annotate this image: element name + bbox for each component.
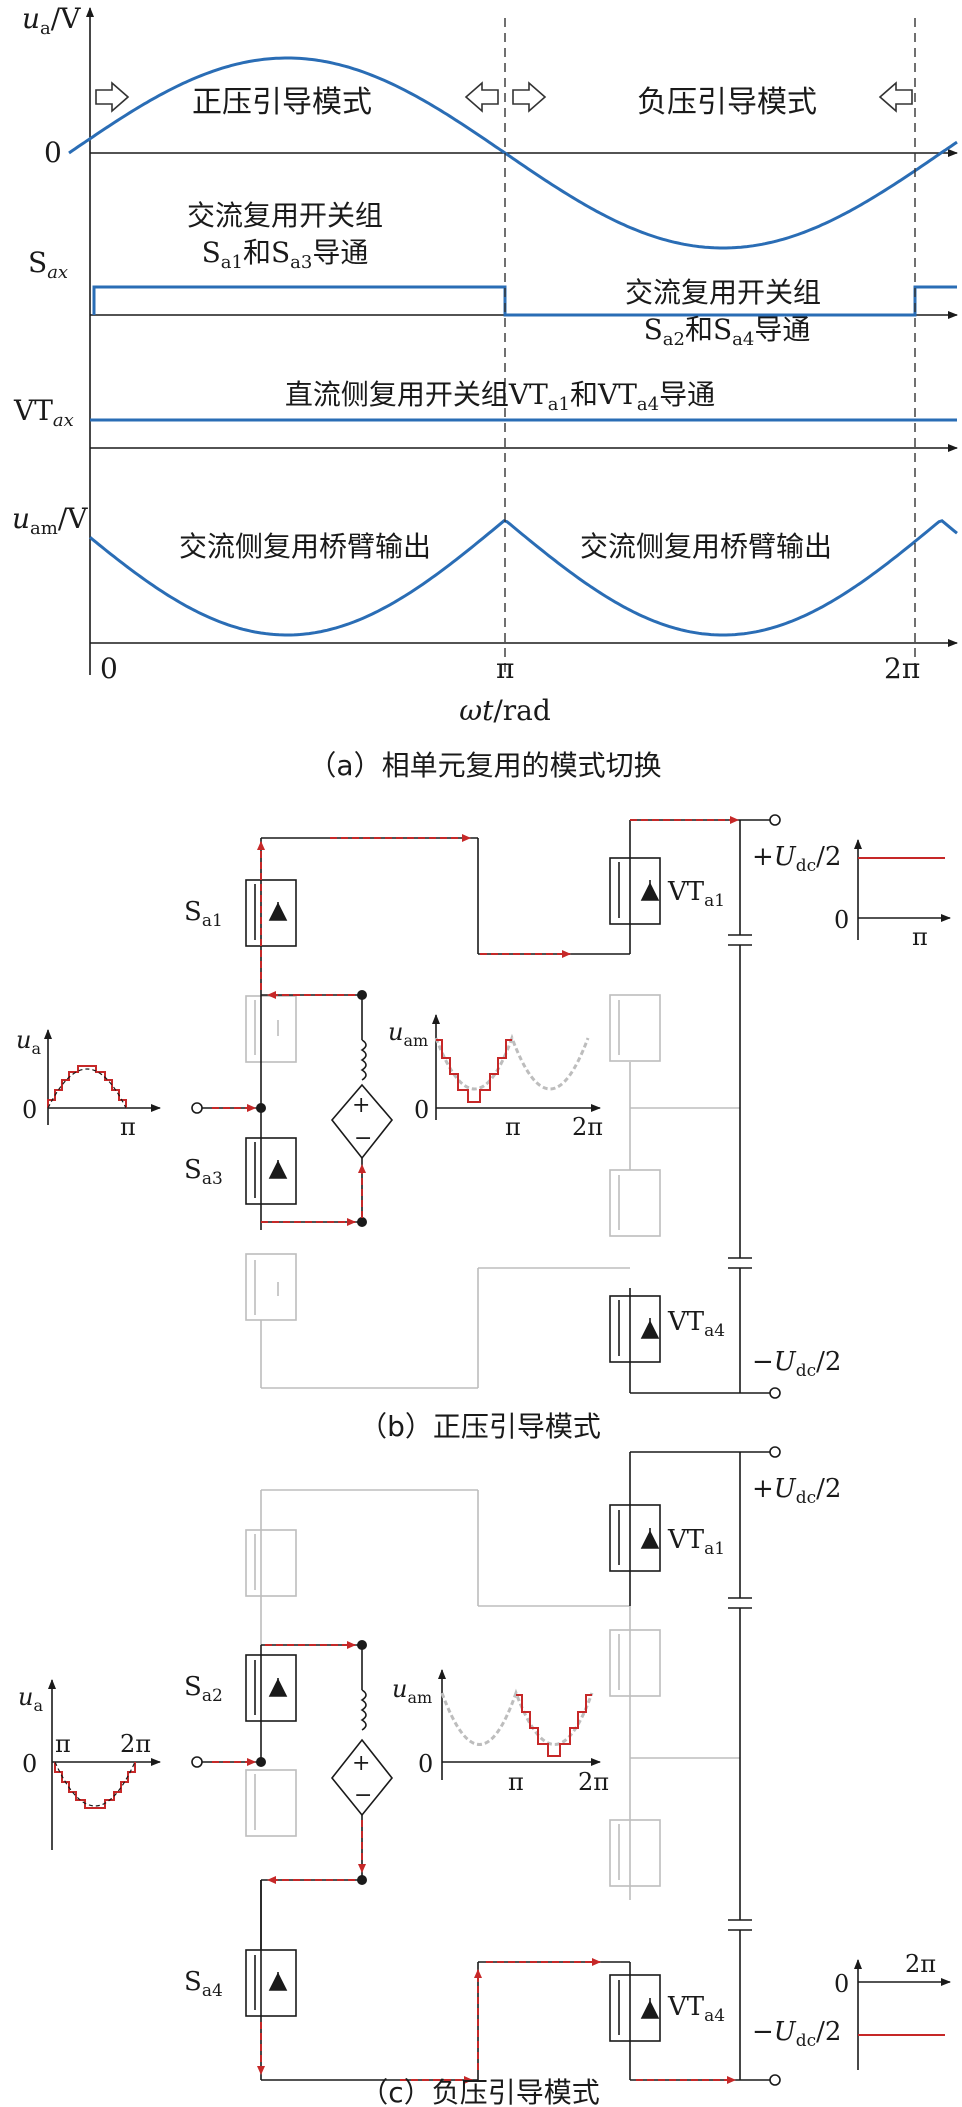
inset-uam-zero: 0: [418, 1750, 433, 1778]
tick-zero: 0: [100, 652, 118, 685]
ua-axis-label: ua/V: [22, 2, 81, 39]
sa3-label: Sa3: [184, 1155, 223, 1189]
dc-switch-group-label: 直流侧复用开关组VTa1和VTa4导通: [285, 378, 715, 415]
bridge-output-label-2: 交流侧复用桥臂输出: [580, 530, 832, 563]
node-dot: [357, 1217, 367, 1227]
vta4-label: VTa4: [667, 1307, 725, 1341]
ac-switch-group-title-2: 交流复用开关组: [625, 276, 821, 309]
inset-dc-step: 0 π: [834, 839, 951, 951]
node-dot: [357, 1640, 367, 1650]
inset-uam-two-pi: 2π: [578, 1768, 609, 1796]
inset-uam-pi: π: [505, 1113, 521, 1141]
s24-conduct-label: Sa2和Sa4导通: [644, 313, 811, 350]
vta1-label: VTa1: [667, 877, 725, 911]
dc-pos-terminal: [769, 1446, 781, 1458]
inset-dc-zero: 0: [834, 906, 849, 934]
tick-pi: π: [496, 652, 514, 685]
input-terminal: [191, 1756, 203, 1768]
mode-positive-label: 正压引导模式: [192, 85, 372, 120]
tick-two-pi: 2π: [884, 652, 920, 685]
inset-ua-label: ua: [18, 1683, 43, 1715]
ua-zero-label: 0: [44, 136, 62, 169]
ua-sine-wave: [68, 56, 958, 250]
hollow-arrow-right-icon: [95, 81, 130, 113]
hollow-arrow-right-icon: [512, 81, 547, 113]
inset-ua-label: ua: [16, 1026, 41, 1058]
inset-dc-step: 0 2π: [834, 1950, 951, 2070]
dc-neg-terminal: [769, 1387, 781, 1399]
hollow-arrow-left-icon: [878, 81, 913, 113]
inset-uam-zero: 0: [414, 1096, 429, 1124]
inset-ua-waveform: ua 0 π: [16, 1026, 161, 1141]
node-dot: [357, 1875, 367, 1885]
active-wiring: [202, 819, 770, 1394]
inset-ua-zero: 0: [22, 1096, 37, 1124]
inset-dc-pi: π: [912, 923, 928, 951]
inset-uam-label: uam: [388, 1018, 428, 1050]
inset-ua-pi: π: [55, 1730, 71, 1758]
inset-uam-label: uam: [392, 1675, 432, 1707]
part-c-negative-mode-circuit: + − Sa2 Sa4 VTa1 VTa4 +Udc/2 −Udc/2 ua: [18, 1446, 951, 2107]
sa4-label: Sa4: [184, 1967, 223, 2001]
udc-pos-label: +Udc/2: [752, 842, 841, 876]
node-dot: [256, 1757, 266, 1767]
inactive-wiring: [245, 1489, 740, 1900]
sax-switch-signal: [92, 285, 957, 317]
sa1-label: Sa1: [184, 897, 223, 931]
uam-axis-label: uam/V: [12, 502, 88, 539]
current-path: [212, 1641, 736, 2084]
part-a-timing-chart: ua/V 0 Sax VTax uam/V 正压引导模式 负压引导模式 交流复用…: [12, 2, 958, 782]
plus-sign: +: [352, 1093, 370, 1118]
inset-uam-waveform: uam 0 π 2π: [388, 1014, 603, 1141]
minus-sign: −: [354, 1783, 372, 1808]
inset-dc-two-pi: 2π: [905, 1950, 936, 1978]
udc-neg-label: −Udc/2: [752, 1347, 841, 1381]
ac-switch-group-title-1: 交流复用开关组: [187, 199, 383, 232]
x-axis-label: ωt/rad: [459, 694, 551, 727]
inset-uam-pi: π: [508, 1768, 524, 1796]
mode-negative-label: 负压引导模式: [637, 85, 817, 120]
node-dot: [357, 990, 367, 1000]
inset-dc-zero: 0: [834, 1970, 849, 1998]
minus-sign: −: [354, 1126, 372, 1151]
inset-uam-two-pi: 2π: [572, 1113, 603, 1141]
inset-ua-pi: π: [120, 1113, 136, 1141]
inset-ua-neg-waveform: ua 0 π 2π: [18, 1679, 161, 1850]
inactive-wiring: [245, 994, 740, 1389]
dc-pos-terminal: [769, 814, 781, 826]
caption-c: （c）负压引导模式: [360, 2076, 599, 2107]
part-b-positive-mode-circuit: + − Sa1 Sa3 VTa1 VTa4 +Udc/2 −Udc/2 ua 0: [16, 814, 951, 1443]
sa2-label: Sa2: [184, 1672, 223, 1706]
vtax-axis-label: VTax: [13, 394, 74, 431]
uam-rectified-wave: [89, 519, 958, 637]
current-path: [212, 816, 739, 1226]
bridge-output-label-1: 交流侧复用桥臂输出: [179, 530, 431, 563]
s13-conduct-label: Sa1和Sa3导通: [202, 236, 369, 273]
input-terminal: [191, 1102, 203, 1114]
udc-pos-label: +Udc/2: [752, 1474, 841, 1508]
vta1-label: VTa1: [667, 1525, 725, 1559]
sax-axis-label: Sax: [28, 246, 68, 283]
inset-uam-waveform: uam 0 π 2π: [392, 1669, 609, 1796]
node-dot: [256, 1103, 266, 1113]
plus-sign: +: [352, 1751, 370, 1776]
vta4-label: VTa4: [667, 1992, 725, 2026]
udc-neg-label: −Udc/2: [752, 2017, 841, 2051]
caption-b: （b）正压引导模式: [359, 1410, 601, 1443]
inset-ua-two-pi: 2π: [120, 1730, 151, 1758]
hollow-arrow-left-icon: [464, 81, 499, 113]
dc-neg-terminal: [769, 2074, 781, 2086]
inset-ua-zero: 0: [22, 1750, 37, 1778]
caption-a: （a）相单元复用的模式切换: [308, 749, 661, 782]
